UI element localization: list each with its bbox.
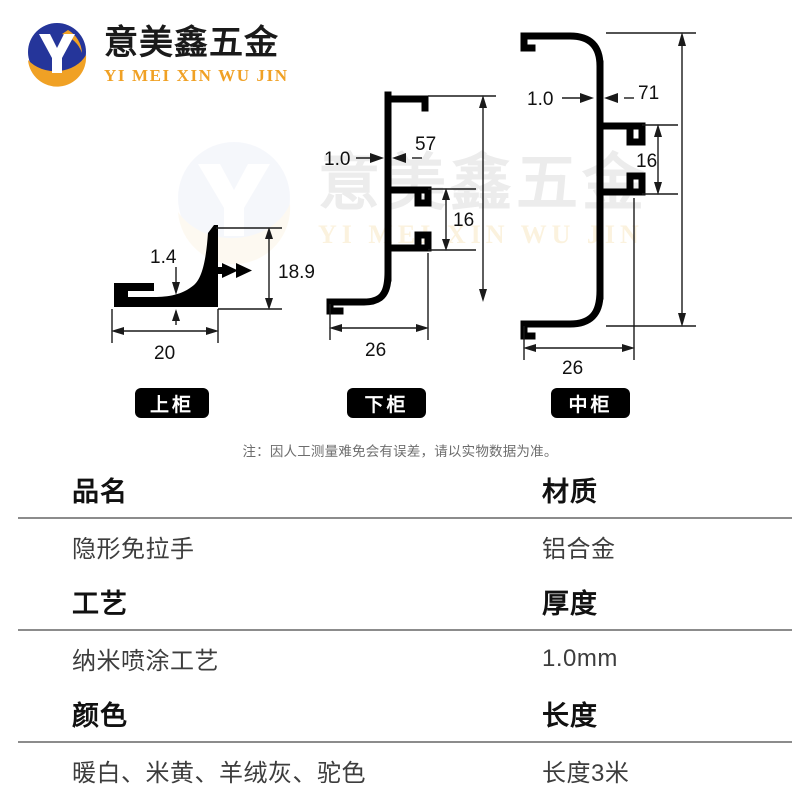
table-divider xyxy=(18,629,792,631)
spec-header-right: 厚度 xyxy=(542,589,598,619)
dim-label-20: 20 xyxy=(154,343,175,364)
dim-label-1-4: 1.4 xyxy=(150,247,177,268)
dim-label-16: 16 xyxy=(453,210,474,231)
brand-header: 意美鑫五金 YI MEI XIN WU JIN xyxy=(22,18,302,100)
spec-value-right: 长度3米 xyxy=(542,760,630,787)
table-row: 隐形免拉手 铝合金 xyxy=(0,519,800,574)
brand-name-cn: 意美鑫五金 xyxy=(104,24,279,62)
spec-header-left: 品名 xyxy=(72,477,128,507)
spec-value-right: 铝合金 xyxy=(542,536,616,563)
upper-cabinet-profile-drawing: 18.9 1.4 20 xyxy=(111,225,315,364)
dim-label-1-0: 1.0 xyxy=(527,89,553,110)
dim-label-26: 26 xyxy=(365,340,386,361)
spec-table: 品名 材质 隐形免拉手 铝合金 工艺 厚度 纳米喷涂工艺 1.0mm 颜色 长度… xyxy=(0,462,800,798)
table-divider xyxy=(18,741,792,743)
spec-header-left: 工艺 xyxy=(72,589,128,619)
profile-1-body xyxy=(114,225,218,307)
profile-1-direction-arrow xyxy=(206,263,252,278)
profile-2-body xyxy=(326,91,432,315)
badge-middle-cabinet: 中柜 xyxy=(551,388,630,418)
y-circle-logo-icon xyxy=(28,23,87,87)
dim-label-71: 71 xyxy=(638,83,659,104)
table-row: 纳米喷涂工艺 1.0mm xyxy=(0,631,800,686)
table-row: 颜色 长度 xyxy=(0,686,800,741)
spec-header-right: 长度 xyxy=(542,701,598,731)
dim-18-9 xyxy=(216,227,282,310)
measurement-note: 注：因人工测量难免会有误差，请以实物数据为准。 xyxy=(242,444,558,459)
spec-value-left: 暖白、米黄、羊绒灰、驼色 xyxy=(72,760,366,787)
dim-label-1-0: 1.0 xyxy=(324,149,350,170)
spec-header-right: 材质 xyxy=(542,477,598,507)
brand-name-pinyin: YI MEI XIN WU JIN xyxy=(104,66,289,85)
table-row: 工艺 厚度 xyxy=(0,574,800,629)
dim-20 xyxy=(111,309,219,343)
dim-label-16: 16 xyxy=(636,151,657,172)
middle-cabinet-profile-drawing: 71 1.0 16 xyxy=(520,32,696,377)
dim-label-57: 57 xyxy=(415,134,436,155)
spec-header-left: 颜色 xyxy=(72,701,128,731)
spec-value-right: 1.0mm xyxy=(542,644,618,672)
table-divider xyxy=(18,517,792,519)
dim-26 xyxy=(329,253,429,340)
dim-57 xyxy=(428,95,496,296)
lower-cabinet-profile-drawing: 57 1.0 16 xyxy=(324,91,496,361)
table-row: 暖白、米黄、羊绒灰、驼色 长度3米 xyxy=(0,743,800,798)
dim-26 xyxy=(523,198,635,360)
brand-text: 意美鑫五金 YI MEI XIN WU JIN xyxy=(104,23,300,87)
badge-upper-cabinet: 上柜 xyxy=(135,388,209,418)
profile-3-body xyxy=(520,32,646,340)
table-row: 品名 材质 xyxy=(0,462,800,517)
spec-value-left: 纳米喷涂工艺 xyxy=(72,648,219,675)
dim-71 xyxy=(606,32,696,327)
dim-16 xyxy=(642,124,678,195)
dim-16 xyxy=(428,188,476,251)
technical-drawings: 18.9 1.4 20 xyxy=(111,32,696,377)
dim-label-26: 26 xyxy=(562,358,583,377)
dim-label-18-9: 18.9 xyxy=(278,262,315,283)
badge-lower-cabinet: 下柜 xyxy=(347,388,426,418)
spec-value-left: 隐形免拉手 xyxy=(72,536,195,563)
